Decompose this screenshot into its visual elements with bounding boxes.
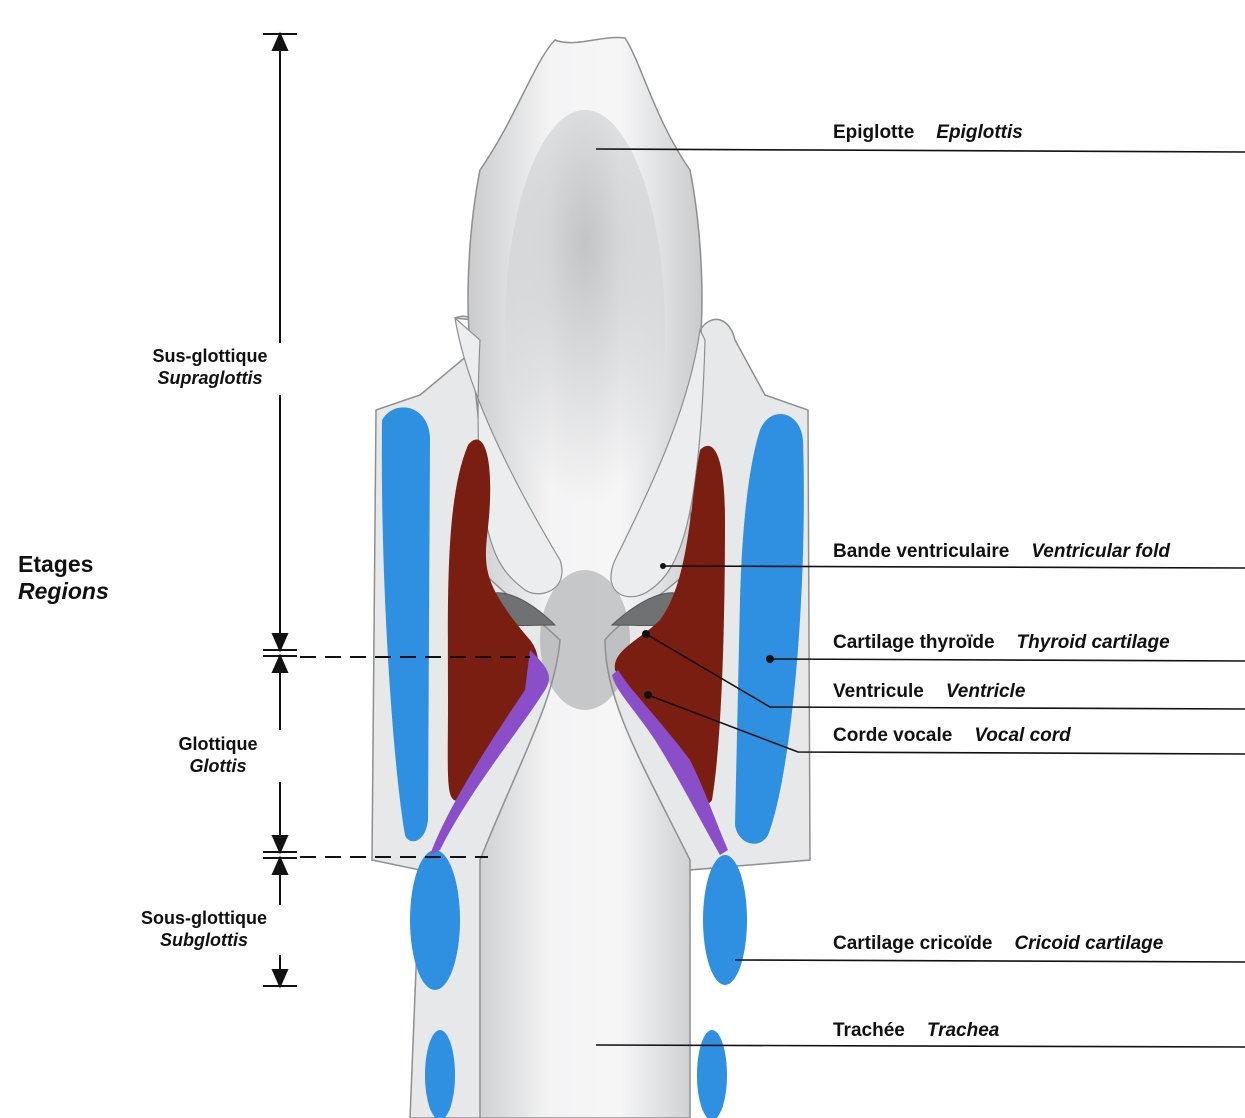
label-epiglottis-en: Epiglottis <box>936 122 1023 143</box>
region-glottis-fr: Glottique <box>178 733 258 755</box>
label-trachea-en: Trachea <box>927 1020 1000 1041</box>
regions-title: Etages Regions <box>18 551 109 605</box>
leader-trachea <box>596 1045 1245 1047</box>
region-supraglottis-fr: Sus-glottique <box>138 345 282 367</box>
right-tracheal-ring <box>697 1030 727 1118</box>
label-ventricular-fold: Bande ventriculaire Ventricular fold <box>833 541 1170 563</box>
region-scale <box>263 34 297 986</box>
label-vocal-cord-en: Vocal cord <box>974 725 1070 746</box>
leader-cricoid-cartilage <box>735 960 1245 962</box>
region-supraglottis: Sus-glottique Supraglottis <box>138 343 282 391</box>
label-thyroid-cartilage-fr: Cartilage thyroïde <box>833 632 995 653</box>
left-cricoid-cartilage <box>410 850 460 990</box>
pointer-dot-ventricular-fold <box>660 563 666 569</box>
label-ventricle-fr: Ventricule <box>833 681 924 702</box>
regions-title-en: Regions <box>18 578 109 605</box>
label-cricoid-cartilage-en: Cricoid cartilage <box>1014 933 1163 954</box>
label-ventricular-fold-en: Ventricular fold <box>1031 541 1170 562</box>
label-trachea: Trachée Trachea <box>833 1020 999 1042</box>
region-subglottis: Sous-glottique Subglottis <box>122 905 286 953</box>
region-subglottis-fr: Sous-glottique <box>122 907 286 929</box>
label-ventricle-en: Ventricle <box>946 681 1026 702</box>
region-subglottis-en: Subglottis <box>122 929 286 951</box>
region-supraglottis-en: Supraglottis <box>138 367 282 389</box>
label-vocal-cord-fr: Corde vocale <box>833 725 952 746</box>
leader-thyroid-cartilage <box>770 659 1245 661</box>
label-ventricle: Ventricule Ventricle <box>833 681 1025 703</box>
left-tracheal-ring <box>425 1030 455 1118</box>
label-cricoid-cartilage-fr: Cartilage cricoïde <box>833 933 992 954</box>
label-ventricular-fold-fr: Bande ventriculaire <box>833 541 1009 562</box>
region-glottis-en: Glottis <box>178 755 258 777</box>
label-thyroid-cartilage: Cartilage thyroïde Thyroid cartilage <box>833 632 1170 654</box>
pointer-dot-thyroid <box>766 655 774 663</box>
label-epiglottis-fr: Epiglotte <box>833 122 914 143</box>
label-thyroid-cartilage-en: Thyroid cartilage <box>1017 632 1170 653</box>
pointer-dot-ventricle <box>642 630 650 638</box>
leader-epiglottis <box>596 149 1245 152</box>
label-vocal-cord: Corde vocale Vocal cord <box>833 725 1071 747</box>
label-cricoid-cartilage: Cartilage cricoïde Cricoid cartilage <box>833 933 1163 955</box>
right-cricoid-cartilage <box>703 855 747 985</box>
regions-title-fr: Etages <box>18 551 109 578</box>
pointer-dot-vocal-cord <box>644 691 652 699</box>
lumen-shadow <box>505 110 665 550</box>
label-trachea-fr: Trachée <box>833 1020 905 1041</box>
label-epiglottis: Epiglotte Epiglottis <box>833 122 1023 144</box>
region-glottis: Glottique Glottis <box>178 731 258 779</box>
